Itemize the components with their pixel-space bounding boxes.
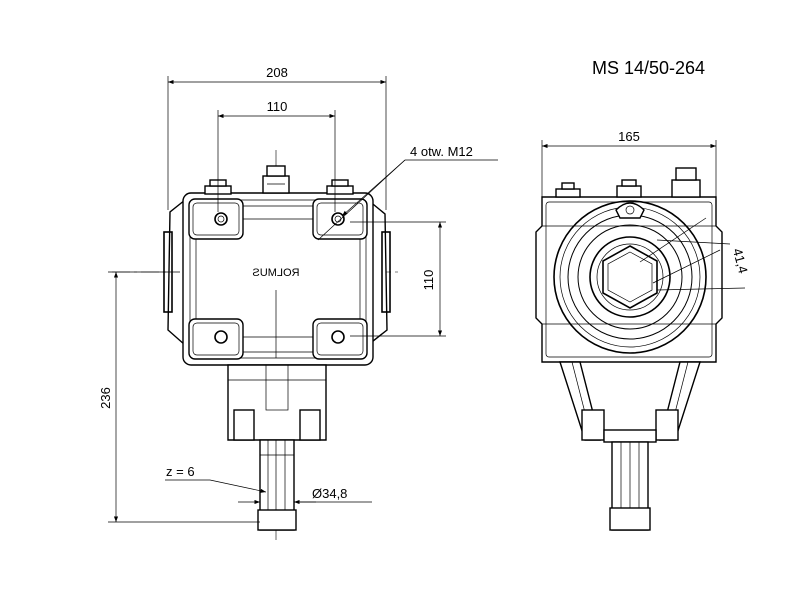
front-view: ROLMUS: [112, 150, 400, 540]
dim-holes-spacing: 110: [267, 99, 288, 114]
spline-count: z = 6: [166, 464, 195, 479]
dim-front-height-holes: 110: [421, 270, 436, 291]
dim-hex-size: 41,4: [730, 247, 751, 275]
front-dimensions: 208 110 4 otw. M12 110 236 z = 6 Ø34,8: [98, 65, 498, 523]
side-view: [535, 167, 723, 531]
side-dimensions: 165 41,4: [541, 129, 751, 291]
brand-mark: ROLMUS: [252, 267, 299, 279]
dim-side-width: 165: [618, 129, 640, 144]
dim-total-height: 236: [98, 387, 113, 409]
shaft-diameter: Ø34,8: [312, 486, 347, 501]
holes-note: 4 otw. M12: [410, 144, 473, 159]
dim-front-width: 208: [266, 65, 288, 80]
drawing-title: MS 14/50-264: [592, 58, 705, 78]
